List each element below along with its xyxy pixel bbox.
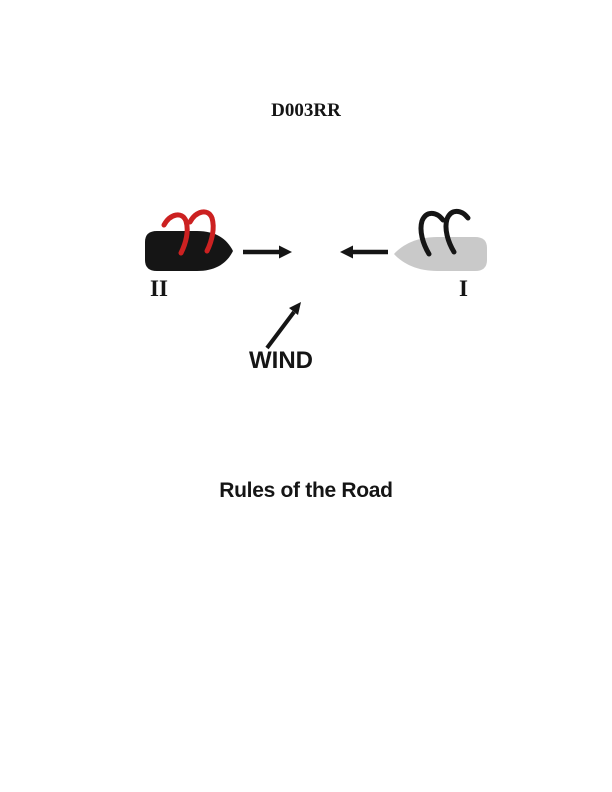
vessel-i-course-arrow-head <box>340 245 353 259</box>
document-code: D003RR <box>271 100 341 121</box>
wind-label: WIND <box>249 347 313 374</box>
vessel-i-sail-icon <box>443 208 471 255</box>
vessel-ii-sail-icon <box>187 209 216 254</box>
vessel-ii-course-arrow-head <box>279 245 292 259</box>
vessel-i-sail-icon <box>418 210 446 257</box>
vessel-i-label: I <box>459 276 468 301</box>
vessel-ii-sail-icon <box>161 212 190 256</box>
vessel-i-hull <box>394 237 487 271</box>
wind-arrow-shaft <box>265 310 296 350</box>
figure-caption: Rules of the Road <box>219 479 393 502</box>
wind-arrow-head <box>289 302 301 315</box>
vessel-ii-label: II <box>150 276 168 301</box>
